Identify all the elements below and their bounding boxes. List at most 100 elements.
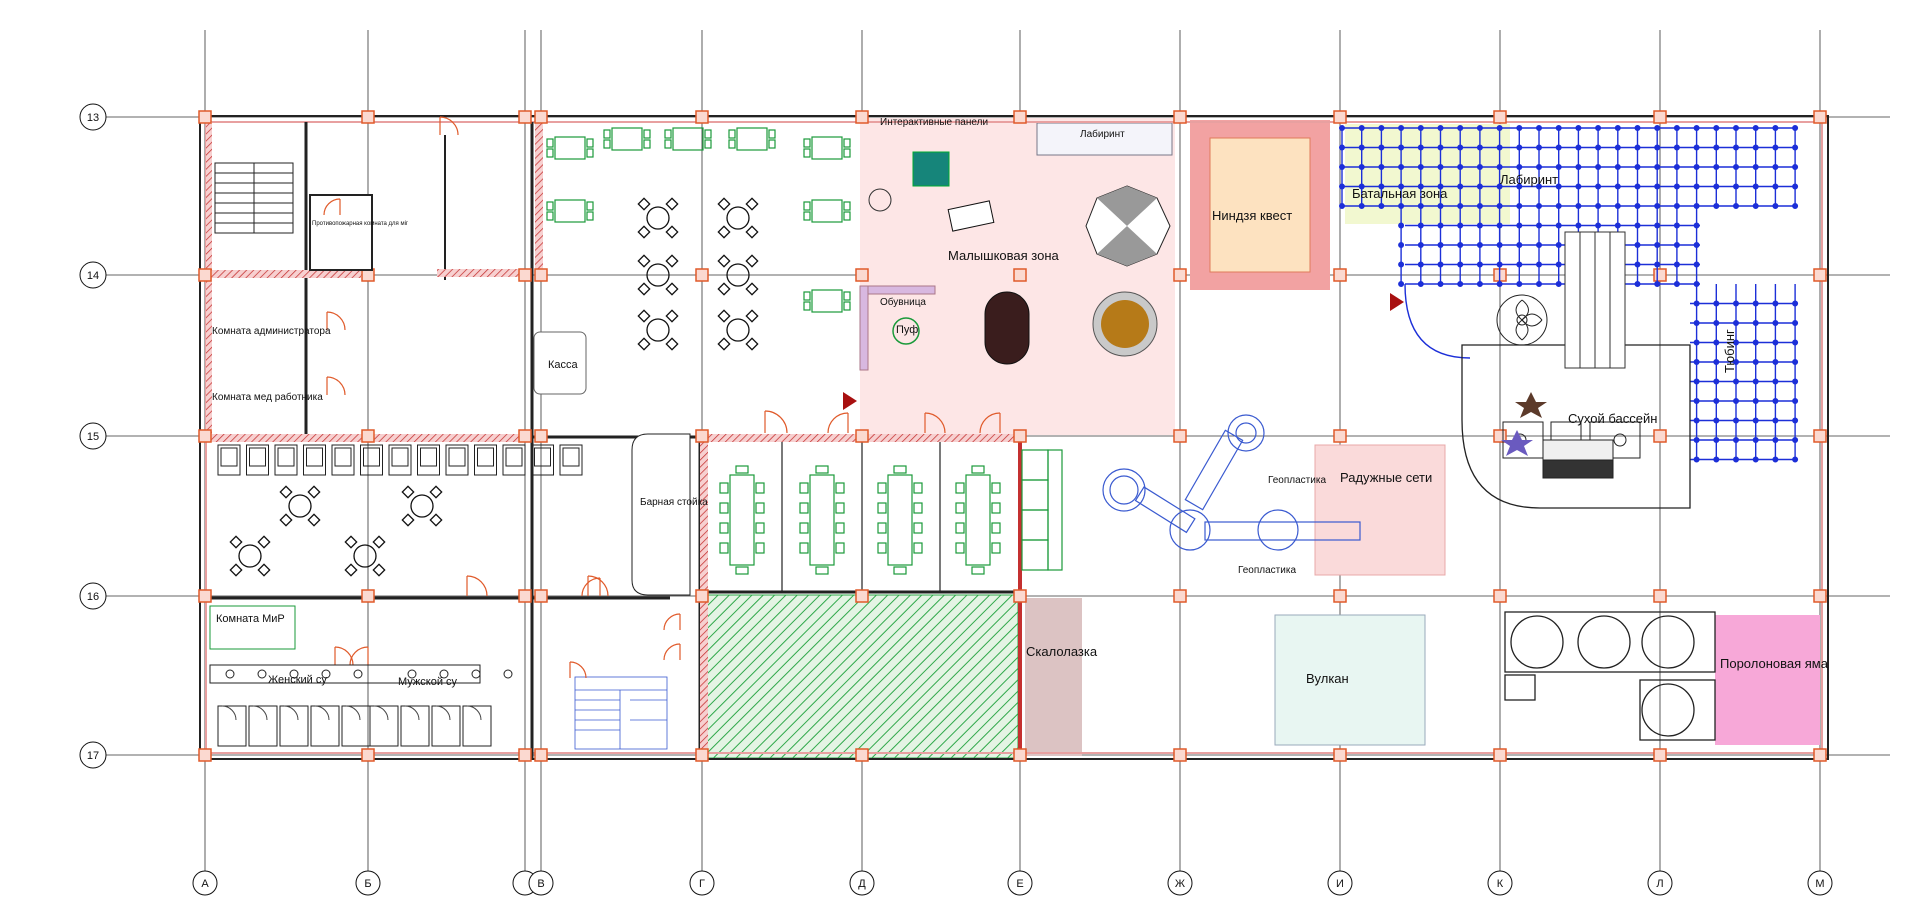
label-cashier: Касса xyxy=(548,359,579,371)
sink xyxy=(257,669,267,679)
grid-node xyxy=(1634,124,1641,131)
column-marker xyxy=(198,268,212,282)
table-round xyxy=(726,263,750,287)
round-table xyxy=(717,197,759,239)
axis-label-col: И xyxy=(1336,878,1344,890)
label-fire-room: Противопожарная комната для міг xyxy=(312,221,409,227)
grid-node xyxy=(1476,124,1483,131)
chair xyxy=(717,254,731,268)
bench xyxy=(1021,509,1049,541)
column-marker xyxy=(695,429,709,443)
grid-node xyxy=(1457,144,1464,151)
bench xyxy=(1021,449,1049,481)
round-table xyxy=(401,485,443,527)
column-marker xyxy=(1653,429,1667,443)
waiting-chair xyxy=(217,444,241,476)
chair xyxy=(637,337,651,351)
chair xyxy=(803,201,811,211)
zone-fills xyxy=(704,118,1820,759)
chair-seat xyxy=(448,447,466,467)
chair-seat xyxy=(220,447,238,467)
grid-node xyxy=(1732,124,1739,131)
chair xyxy=(735,566,749,575)
grid-node xyxy=(1752,183,1759,190)
grid-node xyxy=(1437,144,1444,151)
party-tables xyxy=(719,449,1063,575)
column-marker xyxy=(1013,589,1027,603)
chair xyxy=(893,566,907,575)
round-table xyxy=(637,309,679,351)
axis-label-row: 16 xyxy=(87,591,99,603)
axis-label-col: Ж xyxy=(1175,878,1185,890)
chair xyxy=(719,502,729,514)
long-table xyxy=(887,474,913,566)
chair xyxy=(799,542,809,554)
sink xyxy=(289,669,299,679)
grid-node xyxy=(1614,124,1621,131)
door-swing xyxy=(439,116,459,136)
door xyxy=(587,575,609,597)
chair xyxy=(768,139,776,149)
mir-room-box xyxy=(209,605,296,650)
label-toddler-zone: Малышковая зона xyxy=(948,248,1059,263)
label-volcano: Вулкан xyxy=(1306,671,1349,686)
table-top xyxy=(554,136,586,160)
chair xyxy=(637,254,651,268)
waiting-chair xyxy=(531,444,554,476)
chair xyxy=(603,129,611,139)
chair-seat xyxy=(306,447,323,467)
axis-bubble-col xyxy=(1647,870,1673,896)
restroom-stalls xyxy=(209,664,513,747)
door-swing xyxy=(326,311,346,331)
chair xyxy=(637,282,651,296)
column-marker xyxy=(1493,110,1507,124)
bench-side xyxy=(1047,449,1063,571)
chair xyxy=(745,309,759,323)
chair xyxy=(229,563,243,577)
grid-node xyxy=(1555,124,1562,131)
chair xyxy=(719,542,729,554)
sink xyxy=(471,669,481,679)
stall xyxy=(310,705,340,747)
chair xyxy=(913,522,923,534)
party-table xyxy=(877,465,923,575)
axis-label-col: Л xyxy=(1656,878,1663,890)
table-round xyxy=(288,494,312,518)
round-table xyxy=(717,254,759,296)
chair xyxy=(803,291,811,301)
chair xyxy=(603,139,611,149)
chair xyxy=(843,148,851,158)
chair-seat xyxy=(505,447,523,467)
column-marker xyxy=(198,429,212,443)
dry-pool-outline xyxy=(1461,344,1691,509)
grid-node xyxy=(1693,144,1700,151)
chair xyxy=(719,522,729,534)
chair-seat xyxy=(334,447,352,467)
chair xyxy=(799,522,809,534)
grid-node xyxy=(1732,183,1739,190)
cafe-table xyxy=(603,127,651,151)
grid-node xyxy=(1752,144,1759,151)
waiting-chair xyxy=(445,444,469,476)
axis-label-col: Е xyxy=(1016,878,1023,890)
shoe-rack-bar xyxy=(859,285,936,295)
round-table xyxy=(344,535,386,577)
column-marker xyxy=(1173,429,1187,443)
stall-door xyxy=(252,705,268,721)
door-swing xyxy=(581,577,601,597)
chair xyxy=(665,309,679,323)
chair-seat xyxy=(391,447,409,467)
labyrinth-small xyxy=(1036,122,1173,156)
column-marker xyxy=(1653,110,1667,124)
chair xyxy=(991,482,1001,494)
battle-zone-fill xyxy=(1345,124,1510,224)
door-swing xyxy=(466,575,488,597)
door xyxy=(581,577,601,597)
sink xyxy=(225,669,235,679)
long-table xyxy=(809,474,835,566)
grid-node xyxy=(1713,183,1720,190)
grid-node xyxy=(1398,163,1405,170)
chair xyxy=(745,337,759,351)
column-marker xyxy=(518,429,532,443)
